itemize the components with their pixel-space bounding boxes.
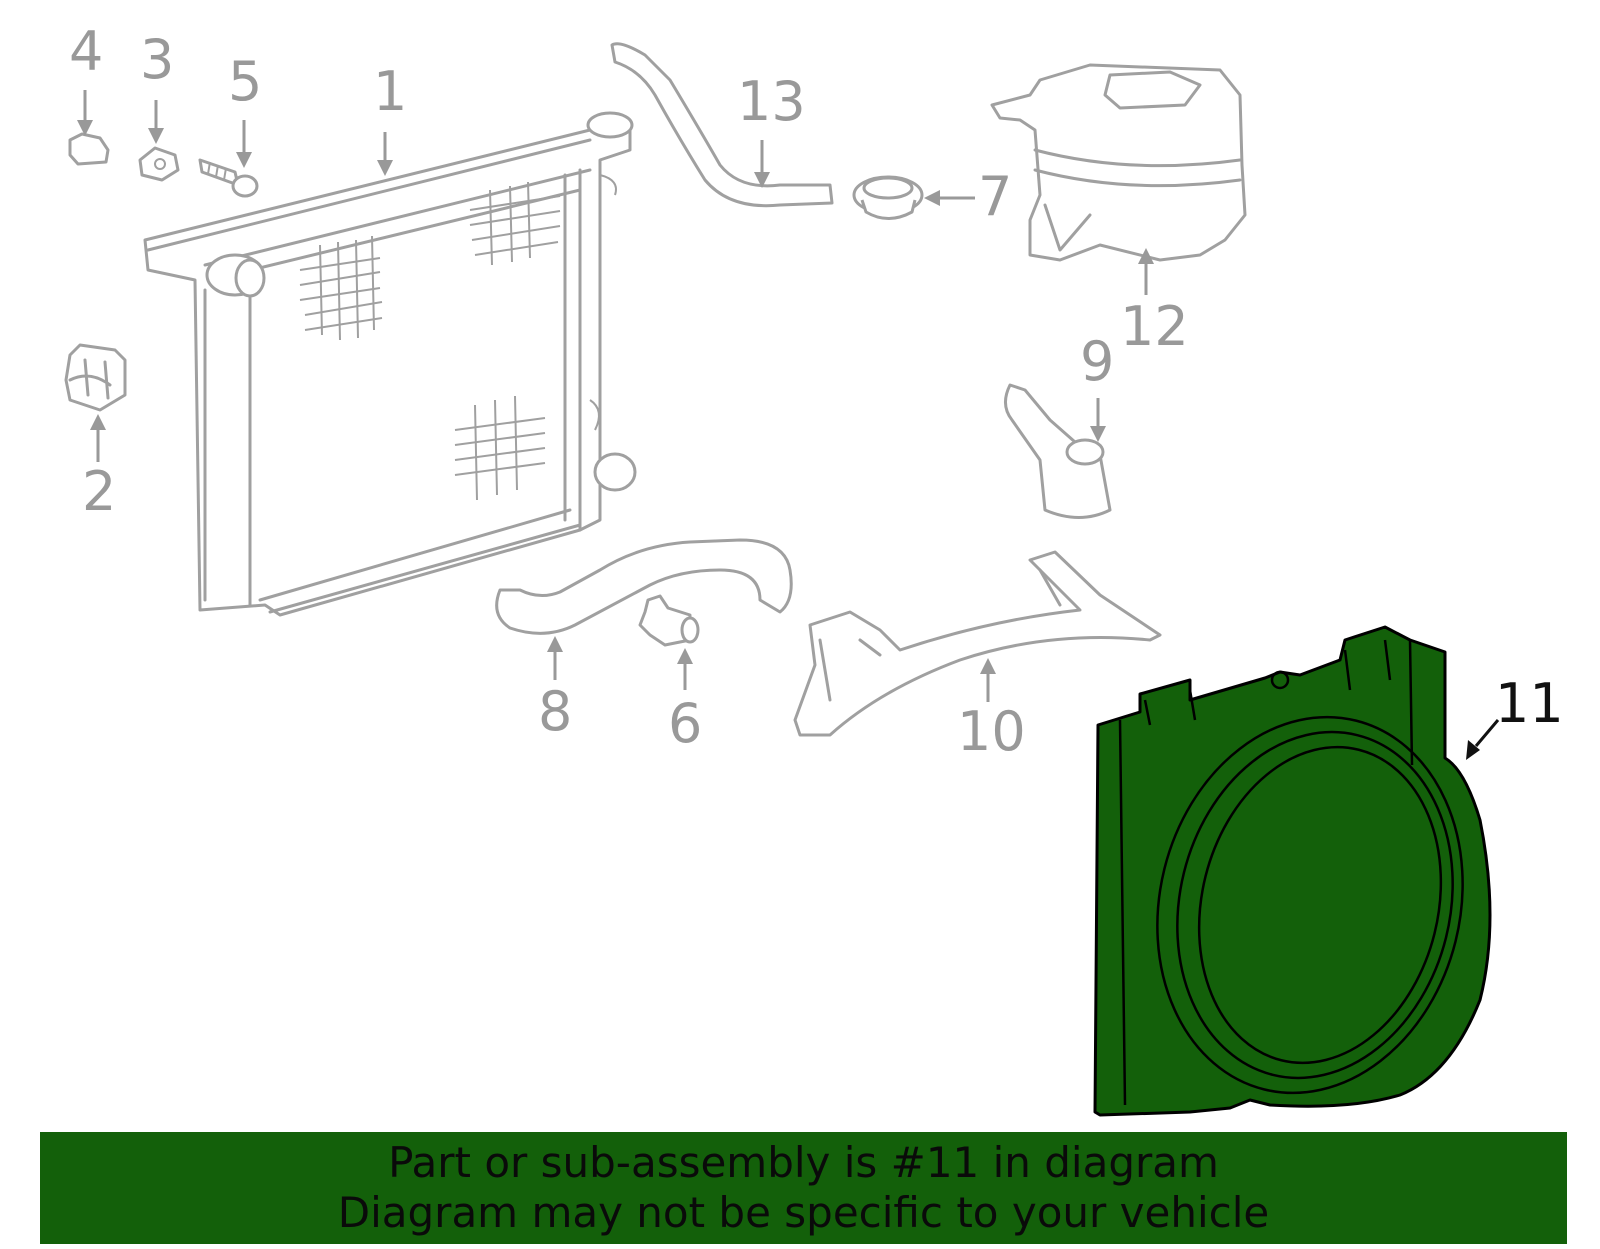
callout-10: 10 [957, 700, 1026, 763]
radiator-part-1[interactable] [143, 111, 637, 617]
callout-12: 12 [1120, 295, 1189, 358]
fan-shroud-part-11[interactable] [1093, 625, 1502, 1126]
callout-4: 4 [69, 20, 103, 83]
callout-1: 1 [373, 60, 407, 123]
callout-6: 6 [668, 692, 702, 755]
nut-part-3[interactable] [138, 146, 180, 182]
leader-arrows [77, 90, 1500, 760]
shroud-bracket-part-10[interactable] [793, 550, 1162, 737]
cap-part-7[interactable] [852, 175, 924, 220]
callout-2: 2 [82, 460, 116, 523]
reservoir-part-12[interactable] [990, 63, 1247, 262]
isolator-part-2[interactable] [64, 343, 127, 412]
callout-3: 3 [140, 28, 174, 91]
callout-13: 13 [737, 70, 806, 133]
banner-line-disclaimer: Diagram may not be specific to your vehi… [337, 1188, 1270, 1237]
lower-hose-part-8[interactable] [495, 538, 793, 635]
callout-11: 11 [1495, 672, 1564, 735]
callout-9: 9 [1080, 330, 1114, 393]
callout-8: 8 [538, 680, 572, 743]
callout-7: 7 [978, 165, 1012, 228]
drain-cock-part-6[interactable] [638, 594, 700, 647]
overflow-hose-part-13[interactable] [610, 42, 834, 208]
callout-5: 5 [228, 50, 262, 113]
info-banner: Part or sub-assembly is #11 in diagram D… [40, 1132, 1567, 1244]
callout-labels: 1 2 3 4 5 6 7 8 9 10 11 12 13 [69, 20, 1564, 763]
upper-hose-part-9[interactable] [1004, 383, 1112, 519]
bolt-part-5[interactable] [198, 158, 259, 198]
clip-part-4[interactable] [68, 132, 110, 166]
banner-line-part-number: Part or sub-assembly is #11 in diagram [388, 1138, 1219, 1187]
